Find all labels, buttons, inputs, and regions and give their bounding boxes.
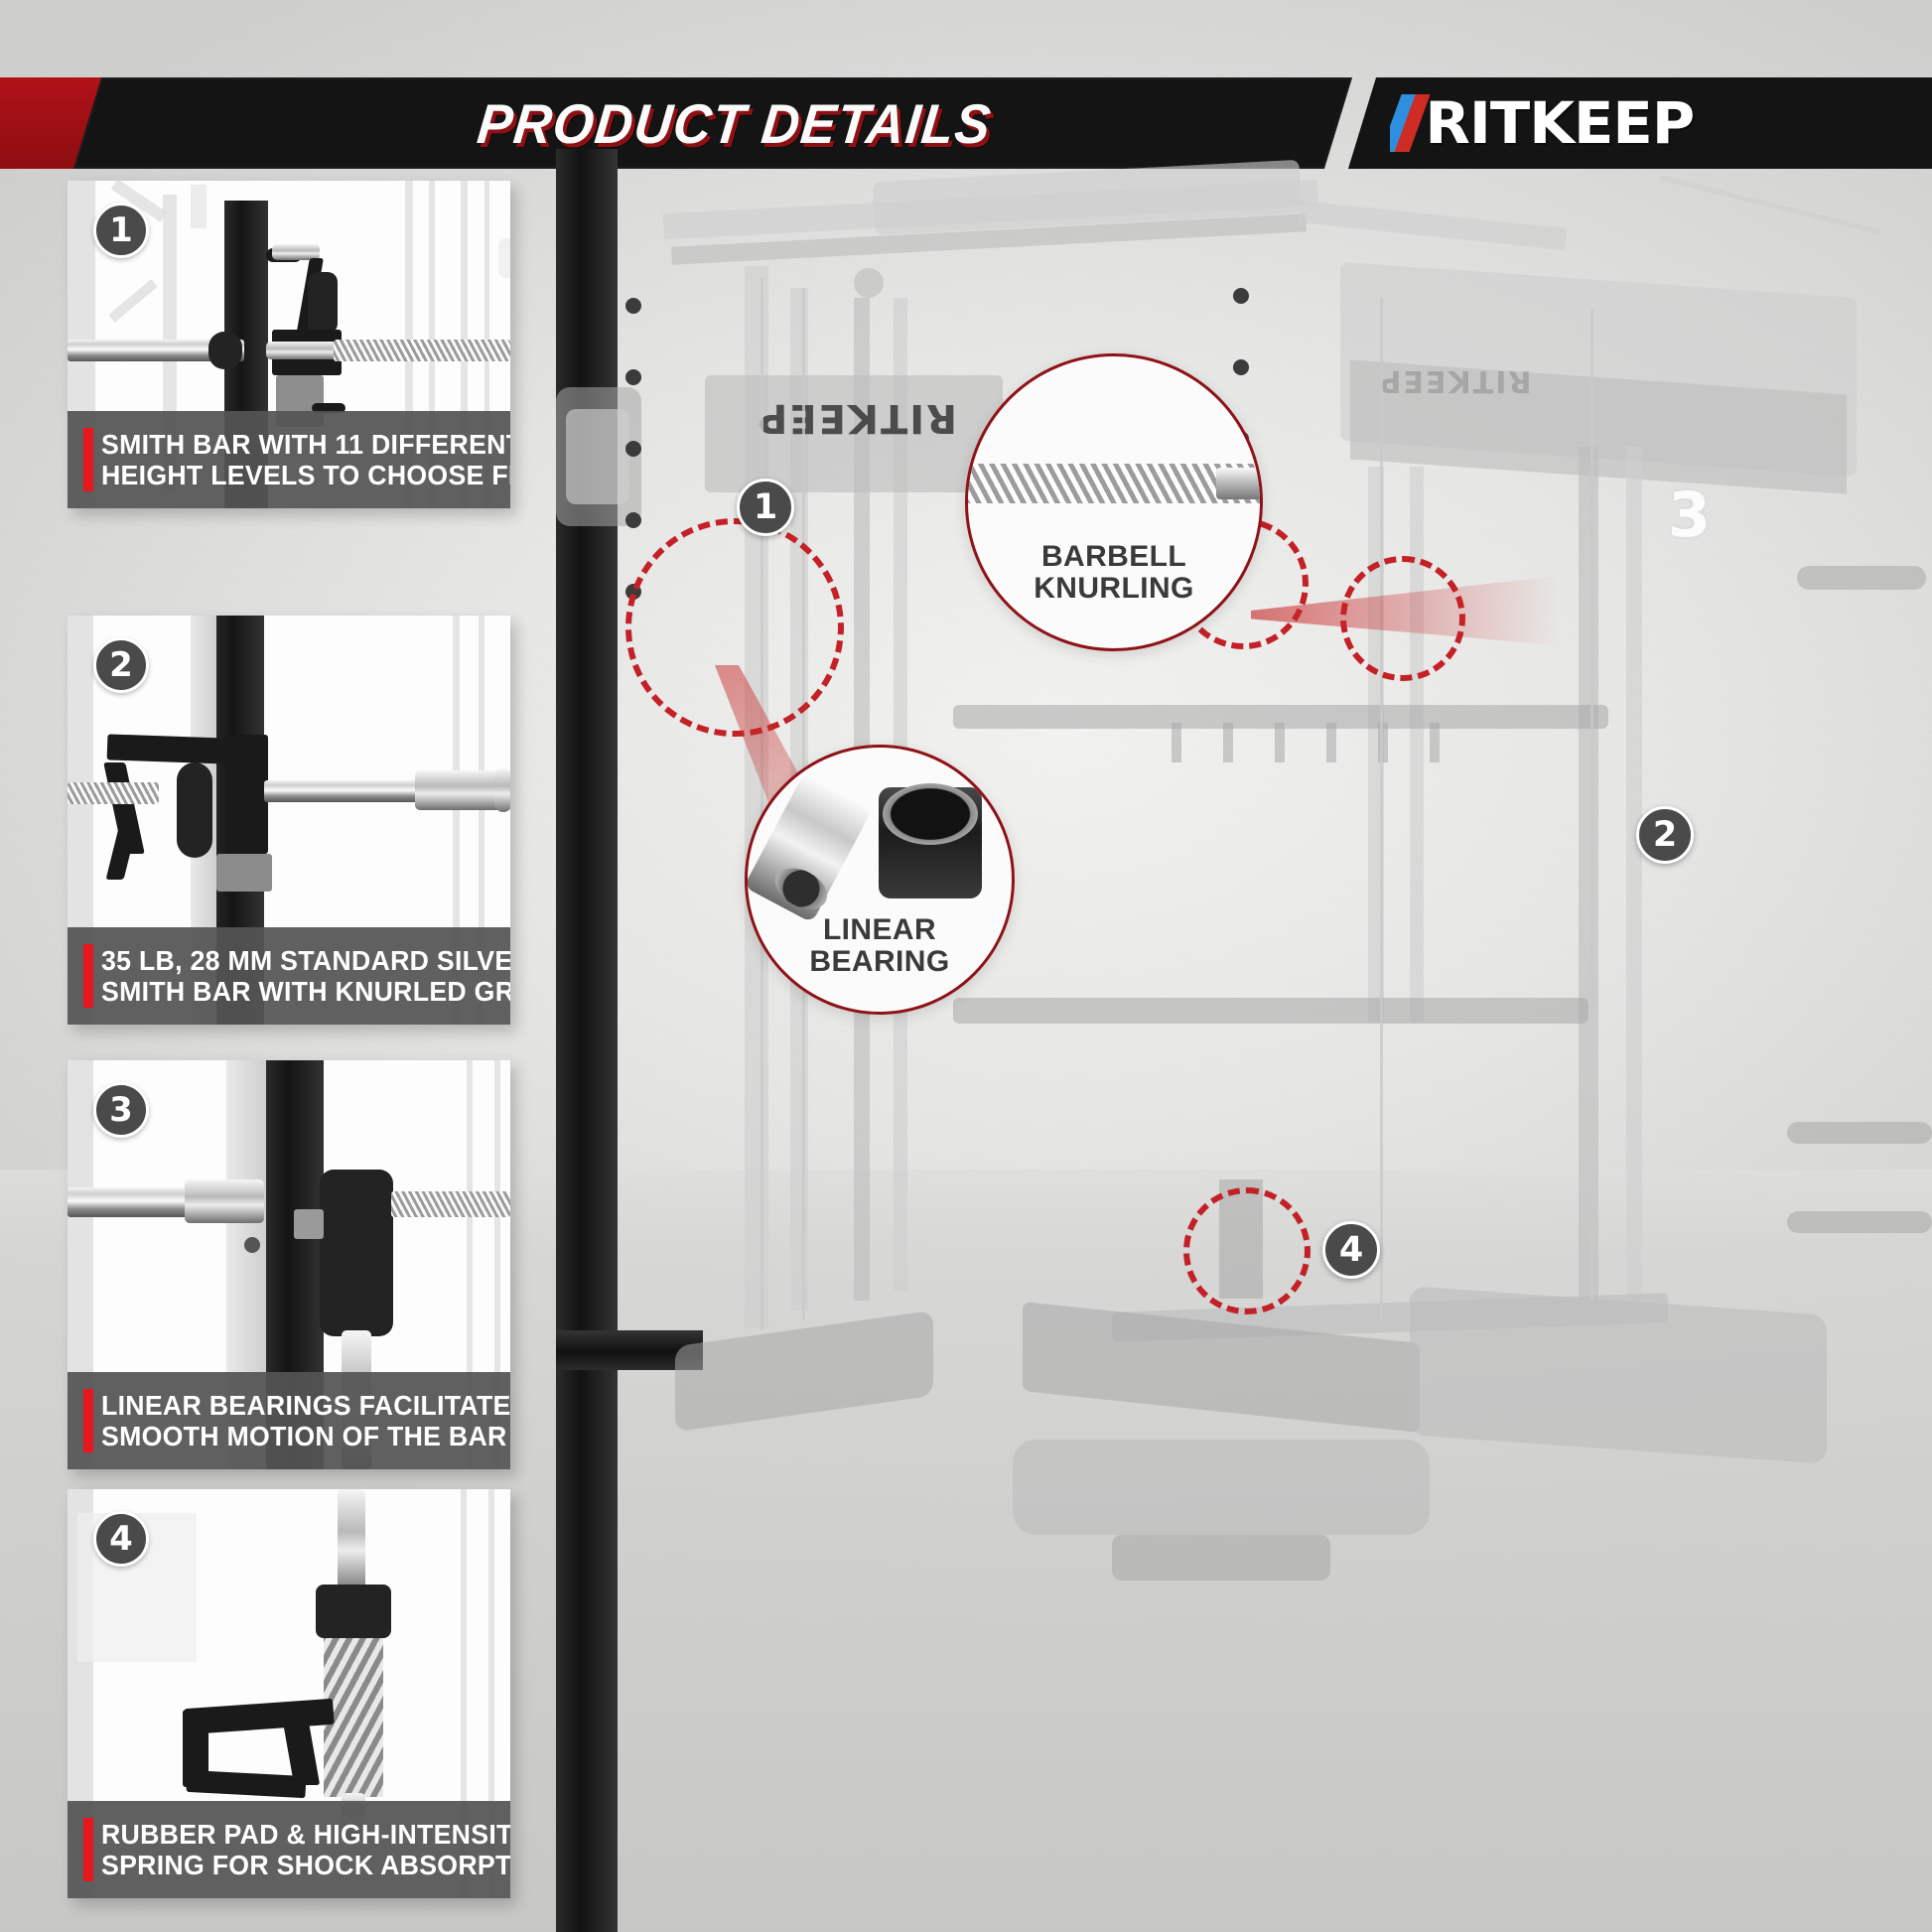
marker-3: 3 [1668, 479, 1712, 551]
feature-photo-4: 4 RUBBER PAD & HIGH-INTENSITY SPRING FOR… [68, 1489, 510, 1898]
feature-caption-4: RUBBER PAD & HIGH-INTENSITY SPRING FOR S… [68, 1800, 510, 1898]
callout-bearing-line2: BEARING [809, 945, 950, 979]
feature-caption-3: LINEAR BEARINGS FACILITATE SMOOTH MOTION… [68, 1371, 510, 1469]
brand-logo: RITKEEP [1390, 77, 1926, 169]
knurling-closeup-graphic [968, 464, 1260, 503]
callout-barbell-knurling: BARBELL KNURLING [965, 353, 1263, 651]
callout-linear-bearing: LINEAR BEARING [745, 745, 1015, 1015]
callout-bearing-label: LINEAR BEARING [748, 913, 1012, 979]
page-header: PRODUCT DETAILS RITKEEP [0, 77, 1932, 169]
feature-number-2: 2 [93, 637, 149, 693]
bar-knurling [68, 782, 159, 804]
ghost-brand-label: RITKEEP [757, 395, 957, 441]
highlight-ring-1 [625, 518, 844, 737]
feature-number-4: 4 [93, 1511, 149, 1567]
bar-knurling [334, 340, 510, 361]
logo-slash-icon [1390, 94, 1430, 152]
callout-knurling-line2: KNURLING [1034, 572, 1194, 606]
rubber-pad [316, 1585, 391, 1638]
feature-caption-2-line2: SMITH BAR WITH KNURLED GRIP [101, 975, 510, 1007]
feature-caption-3-line1: LINEAR BEARINGS FACILITATE [101, 1389, 510, 1421]
product-illustration: RITKEEP RITKEEP [556, 149, 1932, 1932]
smith-bar [264, 780, 441, 802]
callout-knurling-label: BARBELL KNURLING [968, 540, 1260, 606]
feature-caption-2: 35 LB, 28 MM STANDARD SILVER SMITH BAR W… [68, 926, 510, 1025]
highlight-ring-4 [1183, 1187, 1311, 1314]
feature-caption-1-line1: SMITH BAR WITH 11 DIFFERENT [101, 428, 510, 460]
linear-bearing-hub [320, 1170, 393, 1336]
marker-1[interactable]: 1 [737, 479, 794, 536]
feature-caption-4-line2: SPRING FOR SHOCK ABSORPTION [101, 1849, 510, 1880]
right-upright [556, 1370, 618, 1932]
feature-caption-1-line2: HEIGHT LEVELS TO CHOOSE FROM [101, 459, 510, 490]
feature-caption-2-line1: 35 LB, 28 MM STANDARD SILVER [101, 944, 510, 976]
feature-photo-3: 3 LINEAR BEARINGS FACILITATE SMOOTH MOTI… [68, 1060, 510, 1469]
feature-photo-2: 2 35 LB, 28 MM STANDARD SILVER SMITH BAR… [68, 616, 510, 1025]
feature-card-2[interactable]: 2 35 LB, 28 MM STANDARD SILVER SMITH BAR… [68, 616, 510, 1025]
feature-card-4[interactable]: 4 RUBBER PAD & HIGH-INTENSITY SPRING FOR… [68, 1489, 510, 1898]
left-upright [556, 149, 618, 1330]
callout-knurling-line1: BARBELL [1040, 540, 1187, 573]
feature-number-3: 3 [93, 1082, 149, 1138]
guide-shaft [338, 1489, 365, 1594]
feature-caption-3-line2: SMOOTH MOTION OF THE BAR [101, 1420, 507, 1451]
bearing-race [883, 783, 978, 845]
feature-caption-4-line1: RUBBER PAD & HIGH-INTENSITY [101, 1818, 510, 1850]
marker-2[interactable]: 2 [1636, 806, 1694, 864]
marker-4[interactable]: 4 [1322, 1221, 1380, 1279]
feature-caption-1: SMITH BAR WITH 11 DIFFERENT HEIGHT LEVEL… [68, 410, 510, 508]
smith-bar [68, 340, 244, 361]
bar-knurling [391, 1191, 510, 1217]
feature-number-1: 1 [93, 203, 149, 258]
brand-name: RITKEEP [1425, 89, 1695, 157]
feature-photo-1: 1 SMITH BAR WITH 11 DIFFERENT HEIGHT LEV… [68, 181, 510, 508]
feature-card-3[interactable]: 3 LINEAR BEARINGS FACILITATE SMOOTH MOTI… [68, 1060, 510, 1469]
callout-bearing-line1: LINEAR [822, 913, 937, 946]
feature-card-1[interactable]: 1 SMITH BAR WITH 11 DIFFERENT HEIGHT LEV… [68, 181, 510, 508]
